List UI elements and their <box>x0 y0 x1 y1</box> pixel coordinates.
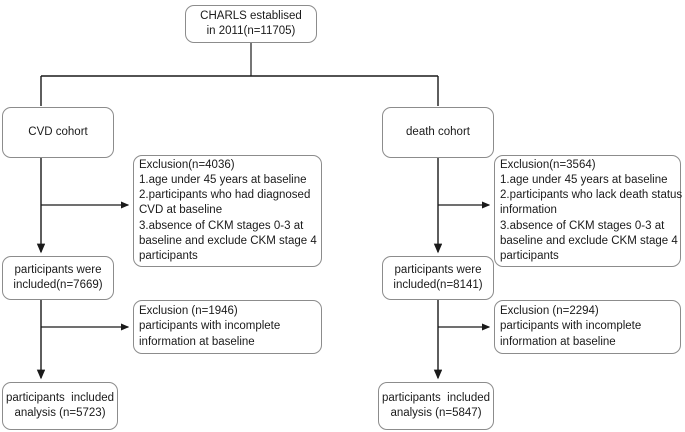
cvd-exclusion-2-line-1: Exclusion (n=1946) <box>139 305 238 318</box>
node-death-included[interactable]: participants were included(n=8141) <box>382 256 494 300</box>
death-included-line-1: participants were <box>394 263 482 276</box>
cvd-exclusion-1-line-4: CVD at baseline <box>139 204 223 217</box>
node-source-line-1: CHARLS establised <box>200 9 302 22</box>
node-death-analysis[interactable]: participants included analysis (n=5847) <box>378 382 494 430</box>
death-exclusion-1-line-1: Exclusion(n=3564) <box>500 158 596 171</box>
node-source-cohort[interactable]: CHARLS establised in 2011(n=11705) <box>185 5 317 43</box>
death-exclusion-1-line-5: 3.absence of CKM stages 0-3 at <box>500 219 665 232</box>
death-exclusion-2-line-2: participants with incomplete <box>500 320 642 333</box>
node-cvd-analysis[interactable]: participants included analysis (n=5723) <box>2 382 118 430</box>
death-included-line-2: included(n=8141) <box>393 279 483 291</box>
death-exclusion-1-line-7: participants <box>500 249 559 262</box>
cvd-exclusion-2-line-3: information at baseline <box>139 335 255 348</box>
node-cvd-exclusion-2[interactable]: Exclusion (n=1946) participants with inc… <box>133 300 322 354</box>
death-exclusion-1-line-4: information <box>500 204 557 217</box>
cvd-exclusion-2-line-2: participants with incomplete <box>139 320 281 333</box>
node-cvd-cohort-label: CVD cohort <box>28 125 88 138</box>
node-death-exclusion-1[interactable]: Exclusion(n=3564) 1.age under 45 years a… <box>494 155 683 267</box>
cvd-exclusion-1-line-3: 2.participants who had diagnosed <box>139 189 311 202</box>
cvd-analysis-line-2: analysis (n=5723) <box>14 407 106 419</box>
cvd-exclusion-1-line-1: Exclusion(n=4036) <box>139 158 235 171</box>
death-analysis-line-2: analysis (n=5847) <box>390 407 482 419</box>
node-source-line-2: in 2011(n=11705) <box>206 25 296 37</box>
node-cvd-cohort[interactable]: CVD cohort <box>2 107 114 158</box>
death-exclusion-1-line-2: 1.age under 45 years at baseline <box>500 174 668 187</box>
node-death-cohort[interactable]: death cohort <box>382 107 494 158</box>
cvd-included-line-1: participants were <box>14 263 102 276</box>
cvd-exclusion-1-line-5: 3.absence of CKM stages 0-3 at <box>139 219 304 232</box>
node-death-cohort-label: death cohort <box>406 125 470 138</box>
cvd-exclusion-1-line-7: participants <box>139 249 198 262</box>
death-exclusion-1-line-3: 2.participants who lack death status <box>500 189 683 202</box>
death-analysis-line-1: participants included <box>381 391 491 404</box>
node-cvd-included[interactable]: participants were included(n=7669) <box>2 256 114 300</box>
node-death-exclusion-2[interactable]: Exclusion (n=2294) participants with inc… <box>494 300 681 354</box>
cvd-analysis-line-1: participants included <box>5 391 115 404</box>
node-cvd-exclusion-1[interactable]: Exclusion(n=4036) 1.age under 45 years a… <box>133 155 322 267</box>
death-exclusion-2-line-1: Exclusion (n=2294) <box>500 305 599 318</box>
death-exclusion-1-line-6: baseline and exclude CKM stage 4 <box>500 234 678 247</box>
cvd-included-line-2: included(n=7669) <box>13 279 103 291</box>
cvd-exclusion-1-line-2: 1.age under 45 years at baseline <box>139 174 307 187</box>
death-exclusion-2-line-3: information at baseline <box>500 335 616 348</box>
cvd-exclusion-1-line-6: baseline and exclude CKM stage 4 <box>139 234 317 247</box>
